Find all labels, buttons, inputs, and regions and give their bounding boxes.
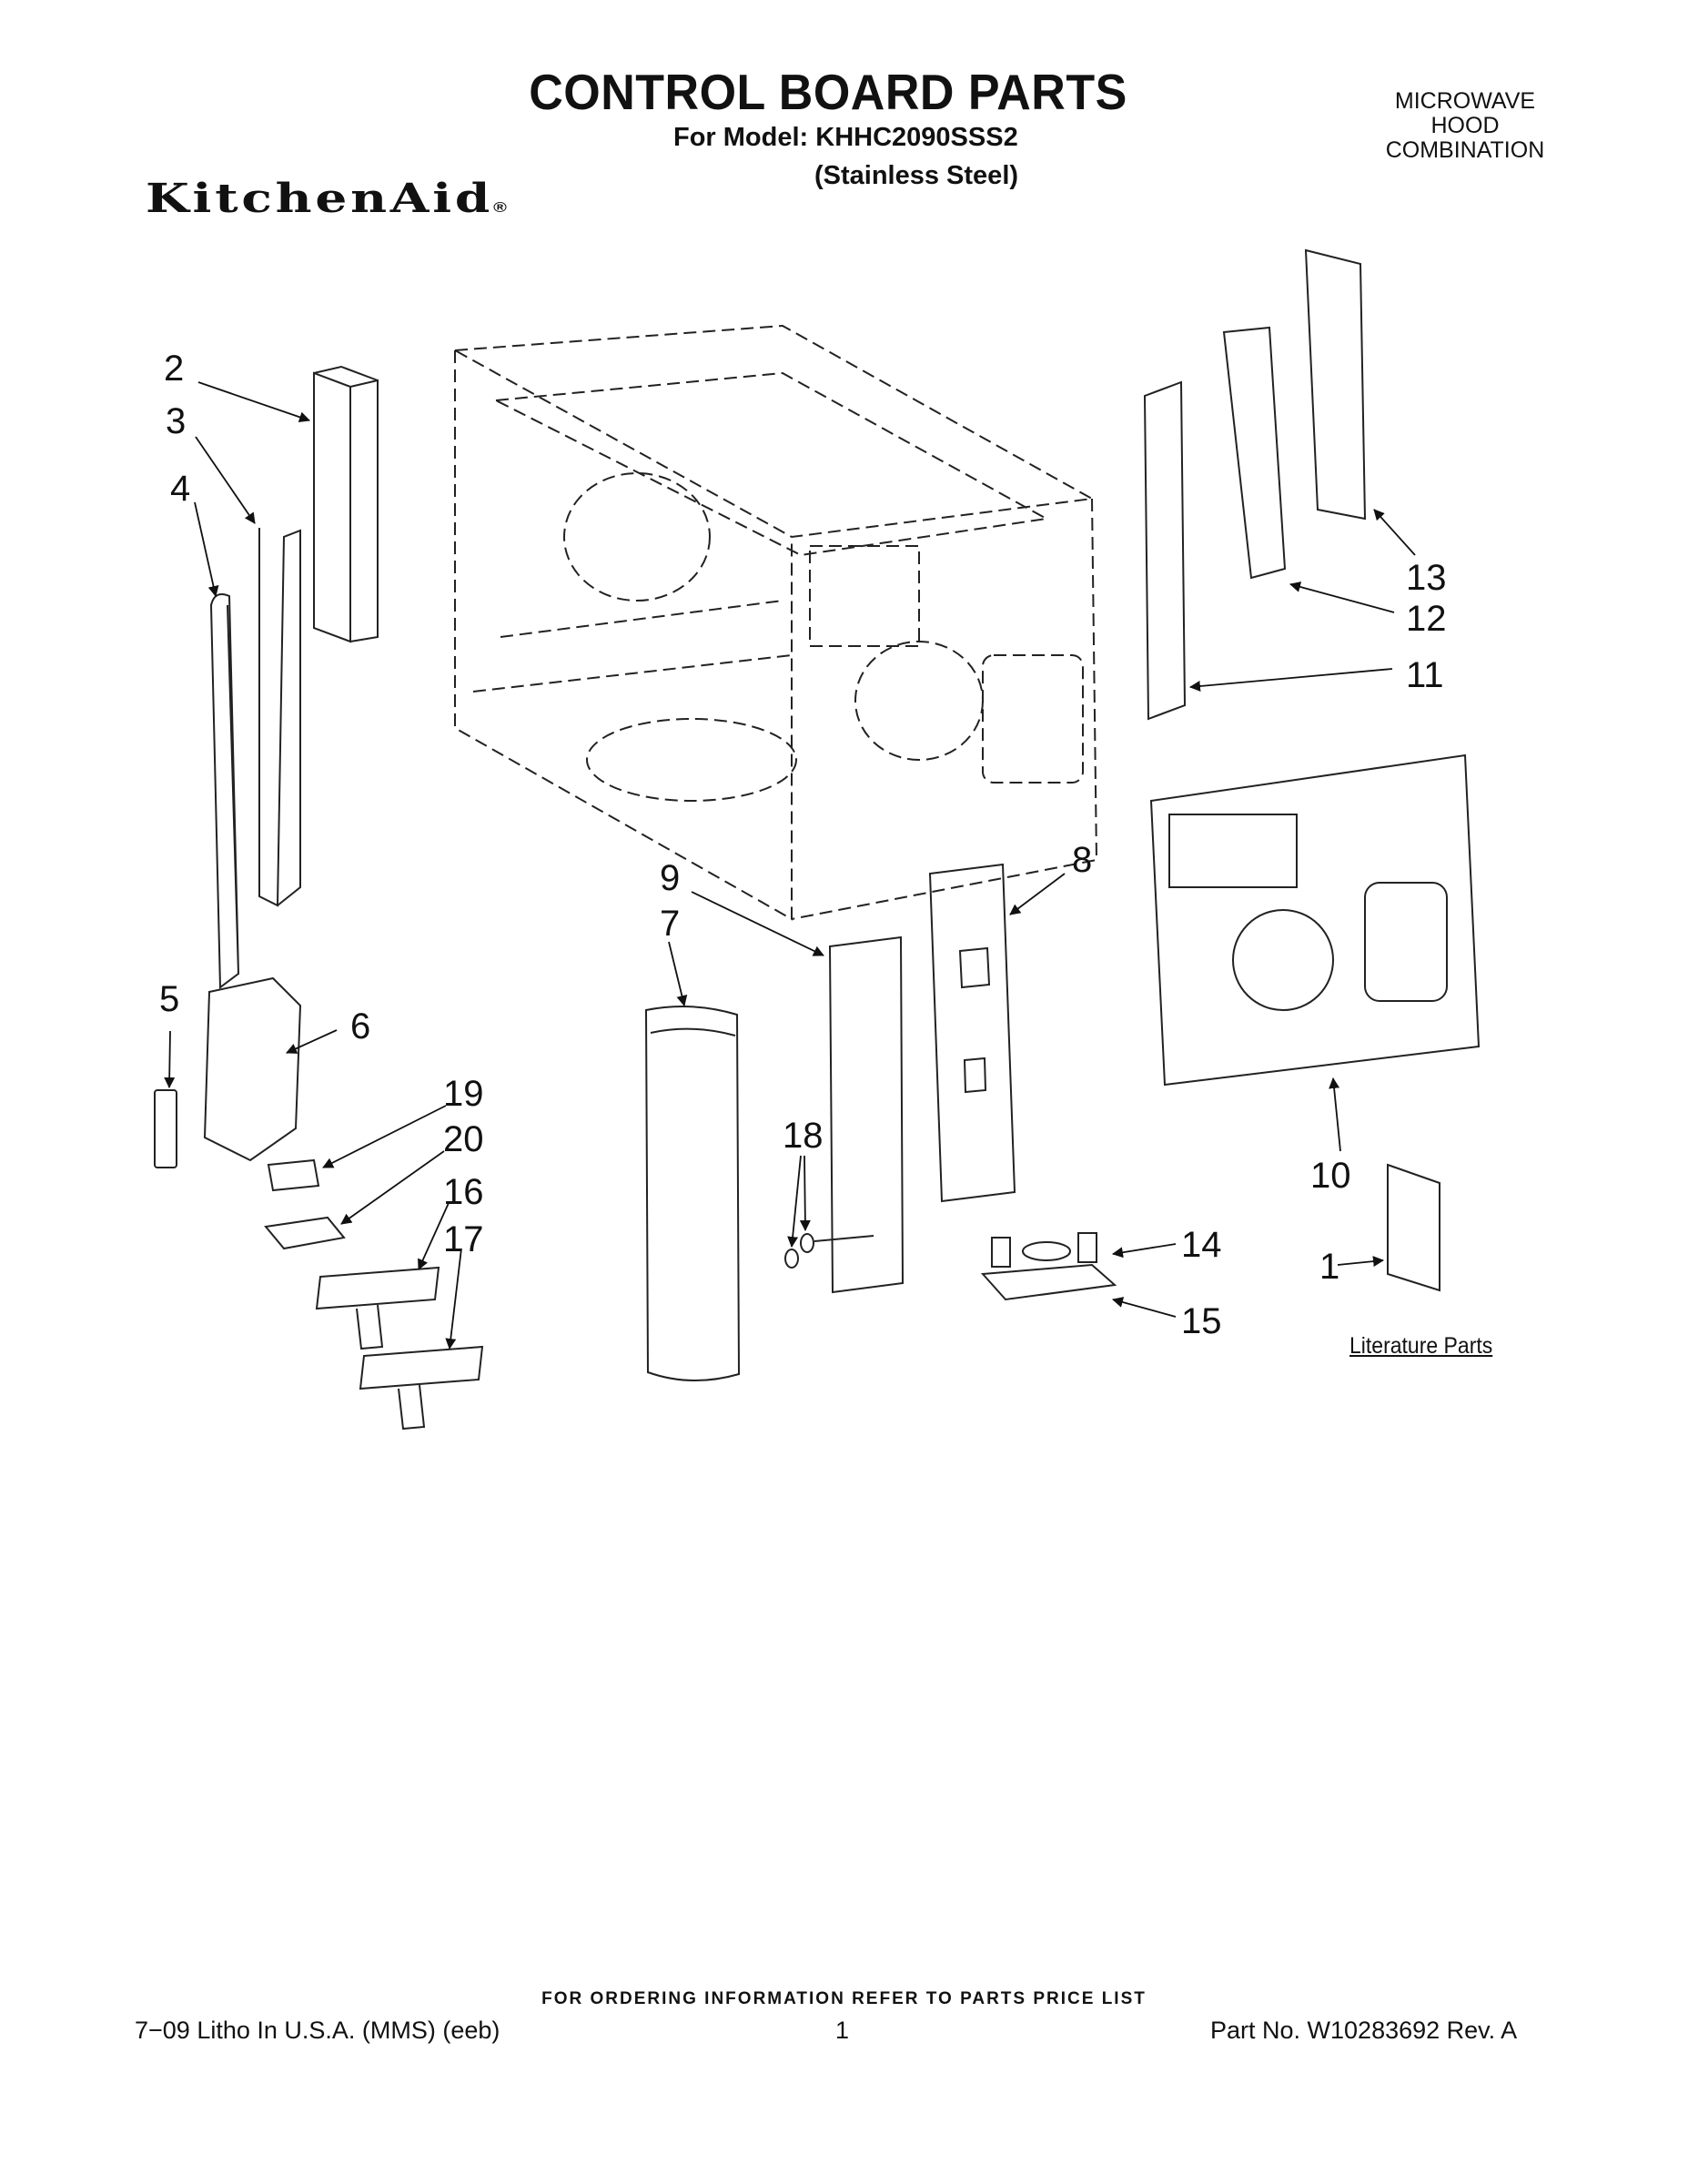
part-1-literature [1387, 1163, 1440, 1292]
product-type: MICROWAVE HOOD COMBINATION [1329, 89, 1602, 163]
leader-17 [445, 1248, 462, 1350]
part-6-board [203, 976, 302, 1162]
part-13-bracket [1304, 248, 1367, 521]
callout-9: 9 [660, 858, 681, 898]
part-20-frame [264, 1216, 346, 1250]
part-2-bracket [313, 365, 379, 643]
part-10-chassis [1149, 753, 1481, 1087]
leader-7 [668, 941, 688, 1006]
part-14-15-assembly [980, 1232, 1117, 1301]
cavity-grille [809, 545, 920, 647]
callout-13: 13 [1406, 558, 1447, 598]
callout-10: 10 [1310, 1156, 1351, 1196]
part-3-bracket [258, 528, 301, 907]
leader-12 [1289, 581, 1395, 613]
callout-5: 5 [159, 979, 180, 1019]
callout-17: 17 [443, 1219, 484, 1259]
leader-11 [1189, 668, 1393, 692]
leader-16 [418, 1202, 450, 1270]
callout-1: 1 [1319, 1247, 1340, 1287]
cavity-rail [500, 600, 783, 638]
leader-1 [1337, 1256, 1384, 1268]
leader-19 [322, 1105, 447, 1168]
leader-4 [194, 501, 219, 597]
product-type-line: COMBINATION [1385, 137, 1545, 163]
part-8-panel [928, 863, 1016, 1203]
leader-10 [1329, 1077, 1341, 1152]
model-number: For Model: KHHC2090SSS2 [673, 123, 1018, 152]
callout-12: 12 [1406, 599, 1447, 639]
leader-14 [1112, 1243, 1177, 1259]
cavity-inner-edge [492, 371, 1050, 557]
leader-2 [197, 381, 310, 423]
leader-18b [799, 1155, 811, 1231]
cavity-top [451, 324, 1096, 539]
part-18-fasteners [784, 1233, 874, 1269]
brand-logo: KitchenAid® [146, 176, 507, 222]
part-4-trim [209, 593, 240, 989]
callout-6: 6 [350, 1006, 371, 1046]
part-5-switch [154, 1089, 177, 1168]
callout-2: 2 [164, 349, 185, 389]
ordering-note: FOR ORDERING INFORMATION REFER TO PARTS … [541, 1989, 1147, 2008]
leader-8 [1009, 873, 1066, 915]
callout-18: 18 [783, 1116, 824, 1156]
leader-9 [691, 891, 824, 956]
part-11-panel [1143, 380, 1187, 721]
litho-info: 7−09 Litho In U.S.A. (MMS) (eeb) [135, 2017, 500, 2044]
leader-3 [195, 436, 256, 524]
literature-parts-label: Literature Parts [1349, 1333, 1493, 1359]
product-type-line: MICROWAVE [1394, 88, 1536, 114]
part-9-panel [828, 935, 905, 1294]
leader-18a [787, 1155, 802, 1248]
cavity-turntable [586, 718, 797, 802]
callout-14: 14 [1181, 1225, 1222, 1265]
leader-13 [1373, 509, 1416, 556]
callout-7: 7 [660, 904, 681, 944]
callout-15: 15 [1181, 1301, 1222, 1341]
page-number: 1 [835, 2017, 850, 2044]
part-7-panel [644, 1006, 741, 1382]
product-type-line: HOOD [1430, 113, 1500, 138]
callout-8: 8 [1072, 840, 1093, 880]
callout-11: 11 [1406, 655, 1444, 695]
microwave-cavity [451, 324, 1098, 921]
model-variant: (Stainless Steel) [814, 161, 1019, 190]
leader-6 [286, 1029, 338, 1054]
part-number: Part No. W10283692 Rev. A [1210, 2017, 1518, 2044]
callout-19: 19 [443, 1074, 484, 1114]
leader-15 [1112, 1297, 1177, 1318]
cavity-vent [982, 654, 1084, 784]
cavity-fan-right [854, 641, 984, 761]
cavity-fan-left [563, 472, 711, 602]
part-19-pad [267, 1158, 320, 1192]
callout-3: 3 [166, 401, 187, 441]
part-17-ribbon [359, 1345, 484, 1431]
callout-16: 16 [443, 1172, 484, 1212]
part-12-board [1222, 326, 1287, 580]
brand-name: KitchenAid [146, 176, 494, 222]
registered-mark-icon: ® [493, 200, 507, 216]
cavity-right-side [791, 498, 1098, 920]
cavity-left-side [454, 350, 793, 921]
part-16-ribbon [315, 1266, 440, 1350]
page-title: CONTROL BOARD PARTS [529, 65, 1127, 121]
callout-4: 4 [170, 469, 191, 509]
callout-20: 20 [443, 1119, 484, 1159]
cavity-rail [472, 654, 793, 693]
leader-5 [164, 1030, 176, 1088]
leader-20 [340, 1150, 445, 1225]
